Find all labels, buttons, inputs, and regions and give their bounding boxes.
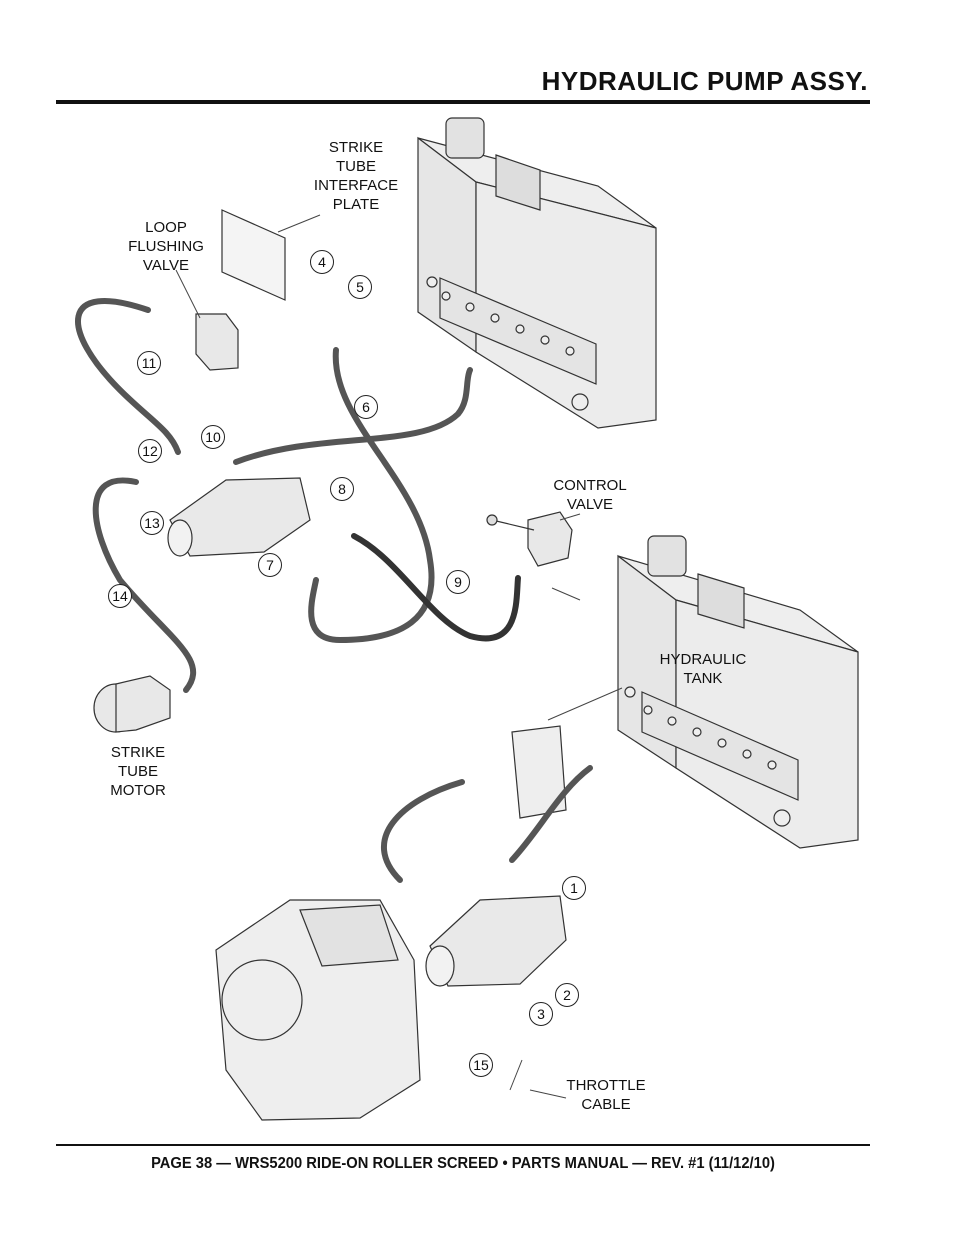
label-strike-tube-motor: STRIKE TUBE MOTOR (110, 744, 166, 799)
hoses (75, 298, 593, 883)
callout-15: 15 (469, 1053, 493, 1077)
lower-pump (429, 895, 567, 987)
callout-8: 8 (330, 477, 354, 501)
header-rule (56, 100, 870, 104)
footer-rule (56, 1144, 870, 1146)
callout-6: 6 (354, 395, 378, 419)
interface-plate (221, 209, 286, 301)
label-hydraulic-tank: HYDRAULIC TANK (659, 651, 747, 687)
label-throttle-cable: THROTTLE CABLE (566, 1077, 646, 1113)
control-valve (527, 511, 573, 567)
callout-3: 3 (529, 1002, 553, 1026)
label-strike-tube-interface-plate: STRIKE TUBE INTERFACE PLATE (313, 139, 399, 213)
callout-9: 9 (446, 570, 470, 594)
callout-10: 10 (201, 425, 225, 449)
loop-flushing-valve (195, 313, 239, 371)
strike-tube-motor (93, 675, 171, 733)
callout-14: 14 (108, 584, 132, 608)
callout-7: 7 (258, 553, 282, 577)
page-footer: PAGE 38 — WRS5200 RIDE-ON ROLLER SCREED … (151, 1155, 775, 1172)
label-control-valve: CONTROL VALVE (553, 477, 627, 513)
label-loop-flushing-valve: LOOP FLUSHING VALVE (128, 219, 204, 274)
lower-hydraulic-tank (617, 535, 859, 849)
page-title: HYDRAULIC PUMP ASSY. (541, 66, 868, 96)
callout-11: 11 (137, 351, 161, 375)
callout-1: 1 (562, 876, 586, 900)
engine (215, 899, 421, 1121)
filter (511, 725, 567, 819)
callout-13: 13 (140, 511, 164, 535)
callout-2: 2 (555, 983, 579, 1007)
upper-hydraulic-tank (417, 117, 657, 429)
callout-5: 5 (348, 275, 372, 299)
callout-12: 12 (138, 439, 162, 463)
upper-pump (169, 477, 311, 557)
callout-4: 4 (310, 250, 334, 274)
